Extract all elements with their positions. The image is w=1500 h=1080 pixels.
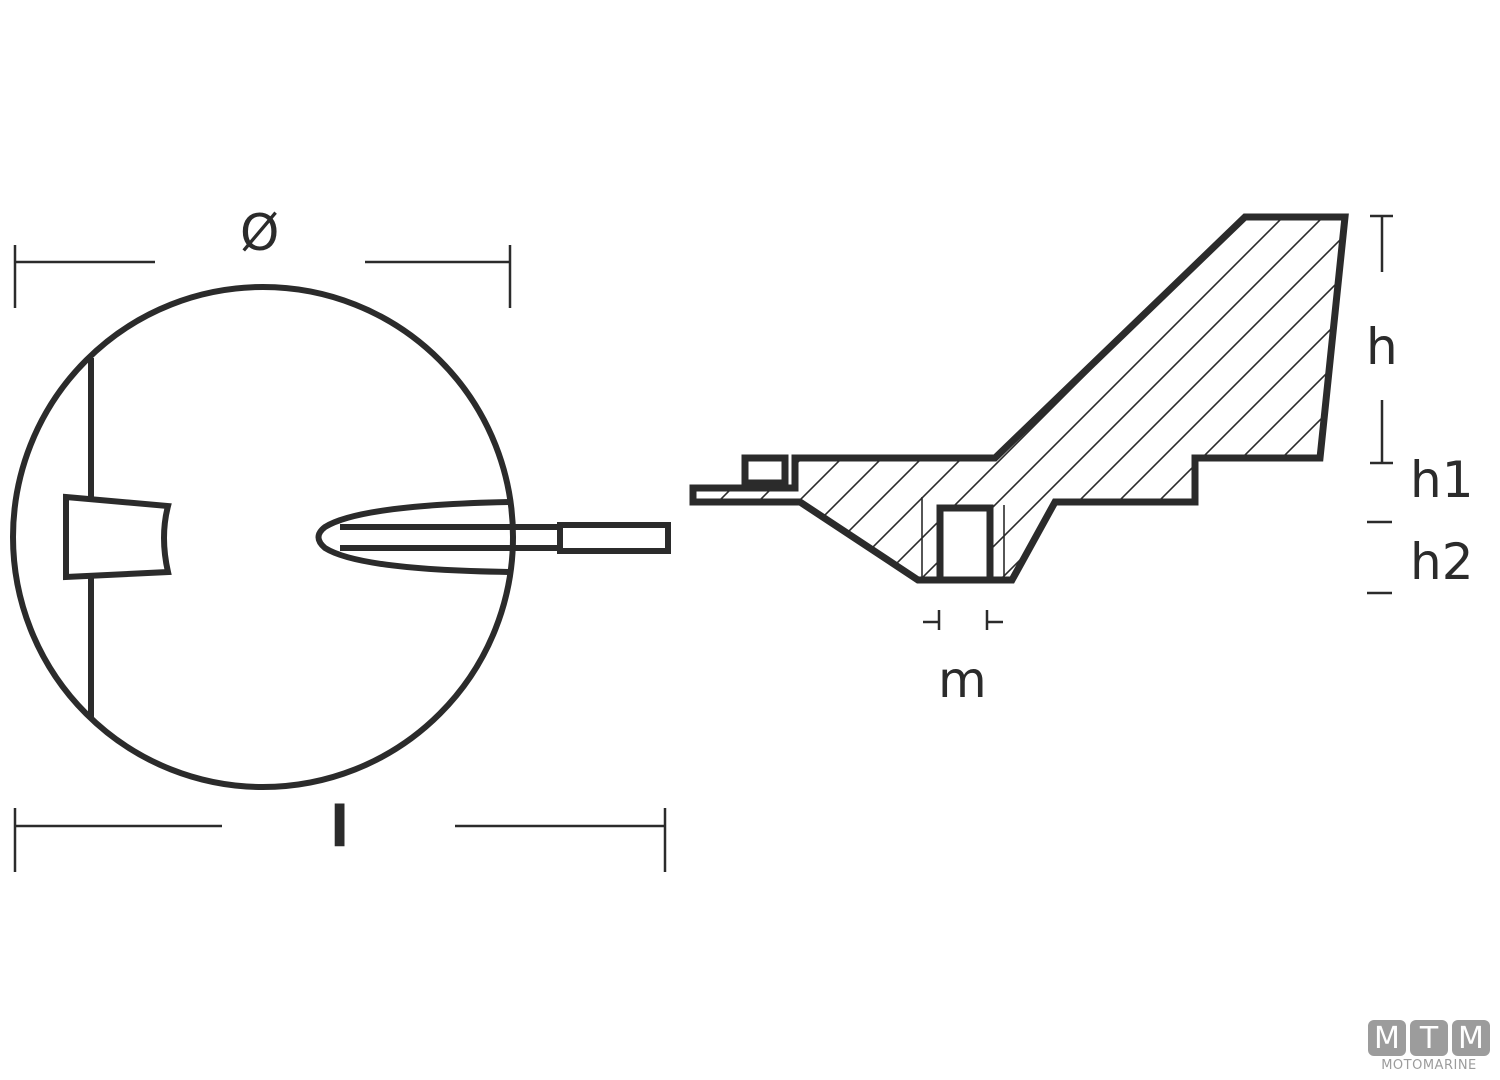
diameter-dimension <box>13 245 512 308</box>
logo-letter-m1: M <box>1368 1020 1406 1056</box>
m-label: m <box>938 651 987 709</box>
logo-wordmark: MOTOMARINE <box>1381 1058 1477 1073</box>
m-dimension <box>923 610 1003 630</box>
top-view-circle <box>10 284 671 790</box>
logo-letter-t: T <box>1410 1020 1448 1056</box>
height-label: h <box>1366 318 1398 376</box>
side-section-view <box>689 213 1349 584</box>
motomarine-logo: M T M MOTOMARINE <box>1368 1020 1496 1076</box>
height-dimensions <box>1367 214 1393 595</box>
logo-letter-m2: M <box>1452 1020 1490 1056</box>
logo-letter-boxes: M T M <box>1368 1020 1496 1056</box>
height2-label: h2 <box>1410 533 1474 591</box>
length-label: l <box>330 795 350 860</box>
diameter-label: Ø <box>240 204 280 262</box>
height1-label: h1 <box>1410 451 1474 509</box>
length-dimension <box>13 808 667 872</box>
